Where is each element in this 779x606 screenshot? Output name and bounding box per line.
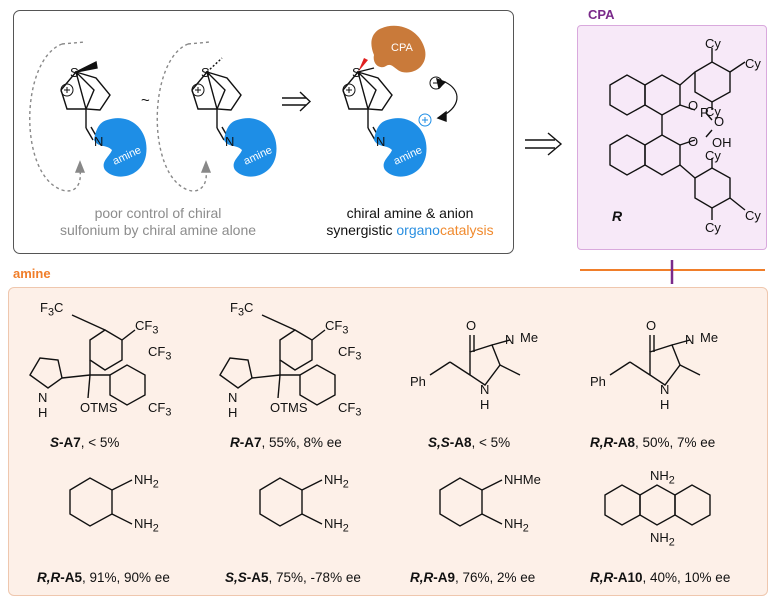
amine-section-label: amine [13, 266, 51, 281]
cy-6: Cy [705, 220, 721, 235]
ph-label-a8s: Ph [410, 374, 426, 389]
oxo: O [714, 114, 725, 129]
otms-label-a: OTMS [80, 400, 118, 415]
cf3-label-e: CF3 [338, 344, 362, 363]
n-label-a8r: N [685, 332, 695, 347]
compound-label-s-a7: S-A7, < 5% [50, 435, 120, 450]
me-label-a8r: Me [700, 330, 719, 345]
cf3-label-c: CF3 [148, 400, 172, 419]
nitrogen-atom-2: N [225, 134, 235, 149]
cy-1: Cy [705, 36, 721, 51]
nh2-a5s-2: NH2 [324, 516, 349, 535]
cpa-stereo-label: R [612, 208, 623, 224]
cf3-label-b: CF3 [148, 344, 172, 363]
sulfonium-structure-3 [342, 70, 443, 141]
sulfur-atom-1: S [70, 65, 79, 80]
cpa-section-label: CPA [588, 7, 615, 22]
ester-o-upper: O [688, 98, 699, 113]
tilde: ~ [141, 92, 150, 109]
cy-3: Cy [705, 104, 721, 119]
compound-label-rr-a9: R,R-A9, 76%, 2% ee [410, 570, 536, 585]
cf3-label-a: CF3 [135, 318, 159, 337]
ester-o-lower: O [688, 134, 699, 149]
nh2-a5r-1: NH2 [134, 472, 159, 491]
caption-left: poor control of chiral sulfonium by chir… [59, 205, 257, 238]
compound-label-rr-a5: R,R-A5, 91%, 90% ee [37, 570, 170, 585]
sulfur-atom-2: S [201, 65, 210, 80]
me-label-a8s: Me [520, 330, 539, 345]
cpa-panel [577, 25, 767, 250]
f3c-label-a: F3C [40, 300, 64, 319]
compound-label-ss-a5: S,S-A5, 75%, -78% ee [225, 570, 361, 585]
o-label-a8s: O [466, 318, 477, 333]
sulfonium-structure-1 [60, 60, 111, 141]
compound-label-rr-a8: R,R-A8, 50%, 7% ee [590, 435, 716, 450]
compound-label-r-a7: R-A7, 55%, 8% ee [230, 435, 342, 450]
f3c-label-b: F3C [230, 300, 254, 319]
sulfur-atom-3: S [352, 65, 361, 80]
nh2-a5s-1: NH2 [324, 472, 349, 491]
n-label-a8s: N [505, 332, 515, 347]
nh2-a9: NH2 [504, 516, 529, 535]
otms-label-b: OTMS [270, 400, 308, 415]
cy-5: Cy [745, 208, 761, 223]
compound-label-rr-a10: R,R-A10, 40%, 10% ee [590, 570, 731, 585]
compound-label-ss-a8: S,S-A8, < 5% [428, 435, 511, 450]
nhme-a9: NHMe [504, 472, 541, 487]
nitrogen-atom-3: N [376, 134, 386, 149]
cy-2: Cy [745, 56, 761, 71]
o-label-a8r: O [646, 318, 657, 333]
ph-label-a8r: Ph [590, 374, 606, 389]
cf3-label-d: CF3 [325, 318, 349, 337]
caption-right: chiral amine & anion synergistic organoc… [326, 205, 494, 238]
cpa-tag: CPA [391, 42, 413, 54]
phosphorus: P [700, 105, 709, 120]
hydroxyl: OH [712, 135, 732, 150]
nitrogen-atom-1: N [94, 134, 104, 149]
nh2-a5r-2: NH2 [134, 516, 159, 535]
amine-panel [8, 287, 768, 596]
nh2-a10-2: NH2 [650, 530, 675, 549]
nh2-a10-1: NH2 [650, 468, 675, 487]
cf3-label-f: CF3 [338, 400, 362, 419]
cy-4: Cy [705, 148, 721, 163]
